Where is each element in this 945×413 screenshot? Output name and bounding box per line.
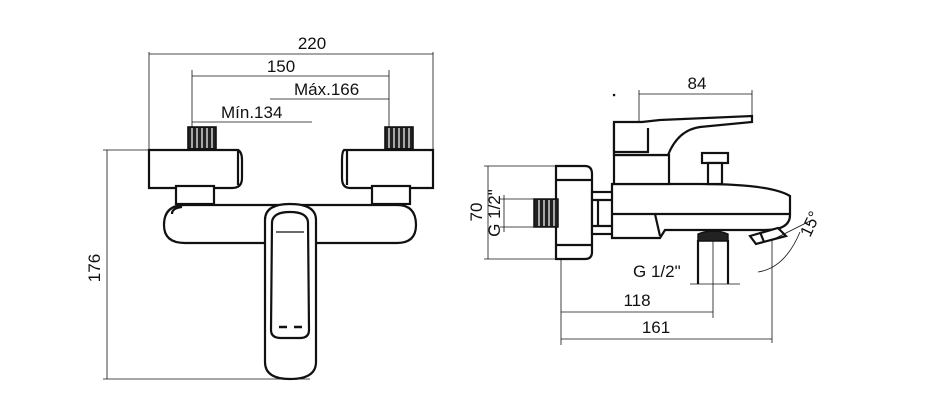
wall-plate [554, 164, 594, 261]
side-lever [612, 93, 754, 186]
connector-nut [590, 190, 616, 236]
dim-label-angle: 15° [796, 208, 824, 239]
dim-label-84: 84 [688, 74, 707, 93]
dimension-118: 118 [560, 259, 713, 345]
dimension-inlet-thread: G 1/2" [485, 189, 534, 237]
side-body [610, 182, 792, 240]
side-view: 70 G 1/2" [467, 74, 824, 345]
dimension-min-134: Mín.134 [192, 103, 312, 123]
dim-label-118: 118 [623, 291, 650, 310]
dim-label-outlet-thread: G 1/2" [633, 262, 681, 281]
inlet-thread [533, 198, 559, 228]
dim-label-161: 161 [642, 318, 670, 337]
dimension-220: 220 [149, 34, 433, 55]
dim-label-220: 220 [298, 34, 326, 53]
dimension-84: 84 [638, 74, 753, 121]
dim-label-176: 176 [85, 254, 104, 282]
dim-label-inlet-thread: G 1/2" [485, 189, 504, 237]
dim-label-max: Máx.166 [294, 80, 359, 99]
dimension-176: 176 [85, 149, 310, 380]
left-connector [147, 126, 244, 206]
dimension-max-166: Máx.166 [270, 80, 389, 100]
right-connector [340, 126, 435, 206]
dim-label-min: Mín.134 [221, 103, 282, 122]
dim-label-70: 70 [467, 203, 486, 222]
dimension-161: 161 [561, 318, 772, 340]
diverter-knob [700, 151, 730, 186]
dim-label-150: 150 [267, 57, 295, 76]
front-view: 220 150 Máx.166 Mín.134 176 [85, 34, 435, 381]
outlet-thread: G 1/2" [633, 230, 740, 318]
spout-tip [748, 226, 789, 343]
dimension-70: 70 [467, 165, 556, 260]
lever-handle [263, 202, 318, 381]
